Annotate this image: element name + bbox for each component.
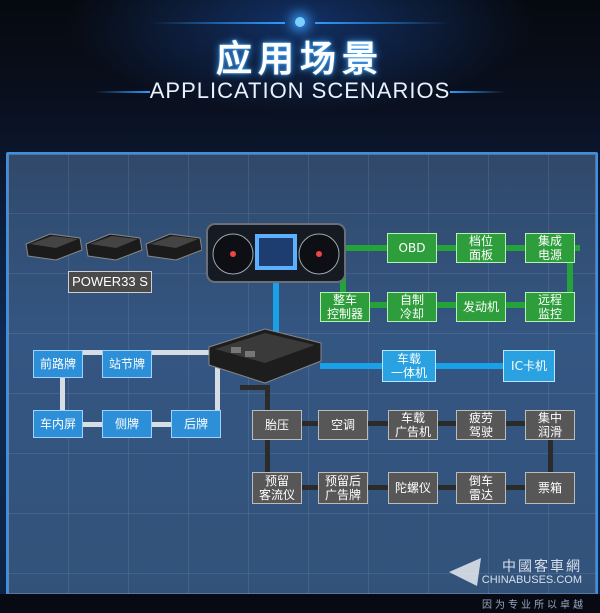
header-decor-line-left (150, 22, 285, 24)
chinabuses-logo-icon (449, 558, 481, 586)
node-front-sign: 前路牌 (33, 350, 83, 378)
node-air-con: 空调 (318, 410, 368, 440)
node-rear-ad-sign: 预留后 广告牌 (318, 472, 368, 504)
white-connector-left-drop (60, 350, 65, 425)
node-onboard-unit: 车载 一体机 (382, 350, 436, 382)
node-ic-card: IC卡机 (503, 350, 555, 382)
node-rear-sign: 后牌 (171, 410, 221, 438)
node-side-sign: 侧牌 (102, 410, 152, 438)
footer-slogan: 因为专业所以卓越 (482, 600, 586, 611)
power-module-2 (85, 233, 143, 261)
node-passenger-counter: 预留 客流仪 (252, 472, 302, 504)
page-title: 应用场景 (215, 39, 384, 80)
node-ticket-box: 票箱 (525, 472, 575, 504)
header-glow-dot (295, 17, 305, 27)
power-module-group (25, 233, 202, 261)
node-inner-screen: 车内屏 (33, 410, 83, 438)
grey-connector-ecu-stub (240, 385, 270, 390)
dashboard-cluster (206, 223, 346, 283)
node-obd: OBD (387, 233, 437, 263)
white-connector-vertical (215, 350, 220, 425)
subtitle-decor-line-left (95, 91, 150, 93)
node-vehicle-controller: 整车 控制器 (320, 292, 370, 322)
node-gear-panel: 档位 面板 (456, 233, 506, 263)
node-tire-pressure: 胎压 (252, 410, 302, 440)
node-fatigue-driving: 疲劳 驾驶 (456, 410, 506, 440)
subtitle-decor-line-right (450, 91, 505, 93)
node-engine: 发动机 (456, 292, 506, 322)
power-module-3 (145, 233, 202, 261)
node-gyroscope: 陀螺仪 (388, 472, 438, 504)
page-subtitle: APPLICATION SCENARIOS (149, 78, 451, 103)
grey-connector-right (548, 421, 553, 490)
watermark-site-name-en: CHINABUSES.COM (481, 574, 582, 586)
footer-strip (0, 594, 600, 613)
node-stop-sign: 站节牌 (102, 350, 152, 378)
node-self-cooling: 自制 冷却 (387, 292, 437, 322)
ecu-controller (208, 328, 322, 384)
power-module-1 (25, 233, 83, 261)
node-central-lube: 集中 润滑 (525, 410, 575, 440)
watermark-site-name-cn: 中國客車網 (502, 559, 582, 575)
header-decor-line-right (315, 22, 450, 24)
dashed-connector-ic (436, 363, 506, 369)
power33s-label: POWER33 S (68, 271, 152, 293)
node-integrated-power: 集成 电源 (525, 233, 575, 263)
blue-connector-dash-ecu (273, 283, 279, 343)
node-reversing-radar: 倒车 雷达 (456, 472, 506, 504)
node-ad-machine: 车载 广告机 (388, 410, 438, 440)
node-remote-monitor: 远程 监控 (525, 292, 575, 322)
green-connector-right (567, 245, 573, 309)
